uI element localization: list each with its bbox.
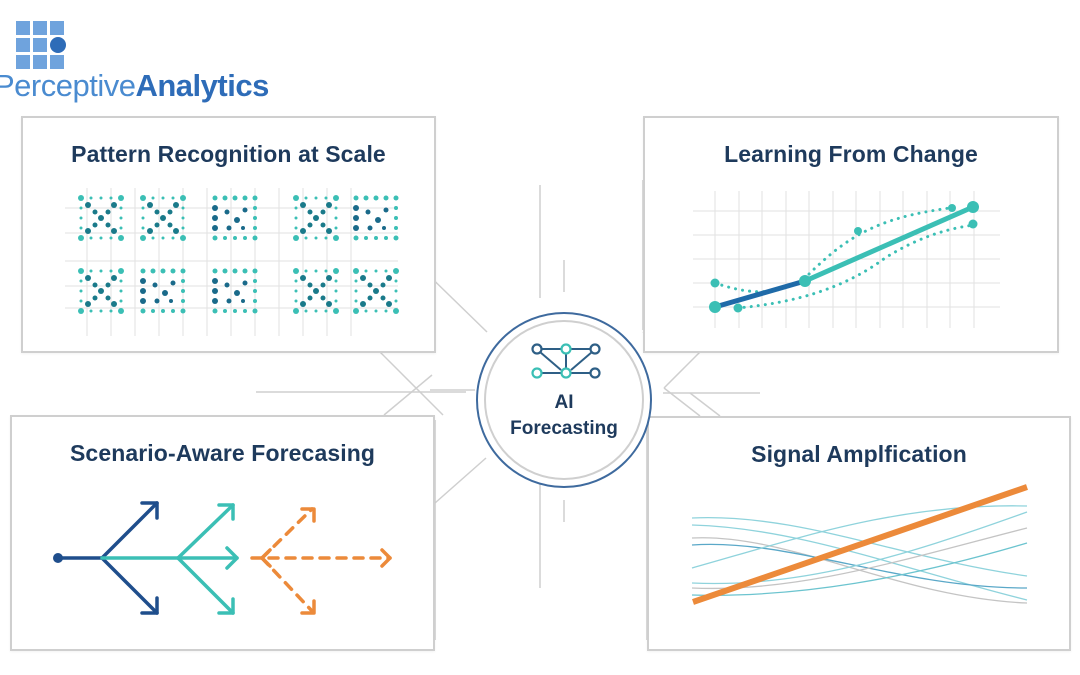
hub-inner-ring xyxy=(484,320,644,480)
panel-pattern-recognition: Pattern Recognition at Scale xyxy=(21,116,436,353)
ai-forecasting-hub: AI Forecasting xyxy=(476,312,652,488)
panel-learning-from-change: Learning From Change xyxy=(643,116,1059,353)
panel-scenario-aware-forecasting: Scenario-Aware Forecasing xyxy=(10,415,435,651)
signal-lines-icon xyxy=(691,484,1028,605)
company-logo[interactable]: PerceptiveAnalytics xyxy=(0,0,269,110)
trend-line-chart-icon xyxy=(693,191,1000,328)
panel-signal-amplification: Signal Amplfication xyxy=(647,416,1071,651)
panel-title: Scenario-Aware Forecasing xyxy=(69,440,376,466)
neural-network-icon xyxy=(531,343,601,379)
dot-pattern-grid-icon xyxy=(65,188,399,336)
hub-label-line2: Forecasting xyxy=(510,418,618,439)
panel-title: Learning From Change xyxy=(724,141,978,167)
hub-label: AI Forecasting xyxy=(478,390,650,442)
branching-arrows-icon xyxy=(53,501,392,615)
hub-label-line1: AI xyxy=(554,392,574,413)
logo-wordmark: PerceptiveAnalytics xyxy=(0,66,269,106)
logo-brand-light: Perceptive xyxy=(0,68,136,103)
panel-title: Pattern Recognition at Scale xyxy=(71,141,386,167)
logo-brand-bold: Analytics xyxy=(135,68,269,103)
panel-title: Signal Amplfication xyxy=(751,441,967,467)
grid-with-dot-logo-icon xyxy=(16,21,66,69)
